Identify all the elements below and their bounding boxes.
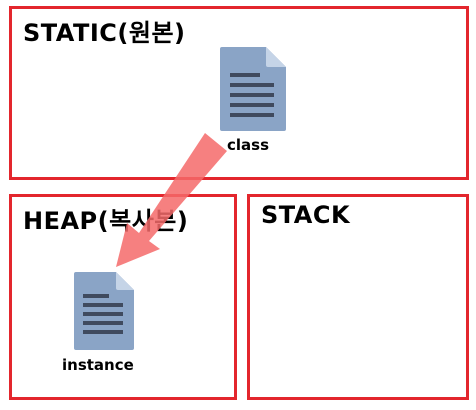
- static-box-title: STATIC(원본): [23, 19, 186, 47]
- stack-box-title: STACK: [261, 201, 351, 229]
- static-memory-box: STATIC(원본): [9, 6, 469, 180]
- class-label: class: [227, 136, 270, 154]
- instance-label: instance: [62, 356, 134, 374]
- stack-memory-box: STACK: [247, 194, 469, 400]
- heap-box-title: HEAP(복사본): [23, 207, 189, 235]
- class-document-icon: [218, 45, 288, 133]
- instance-document-icon: [72, 270, 136, 352]
